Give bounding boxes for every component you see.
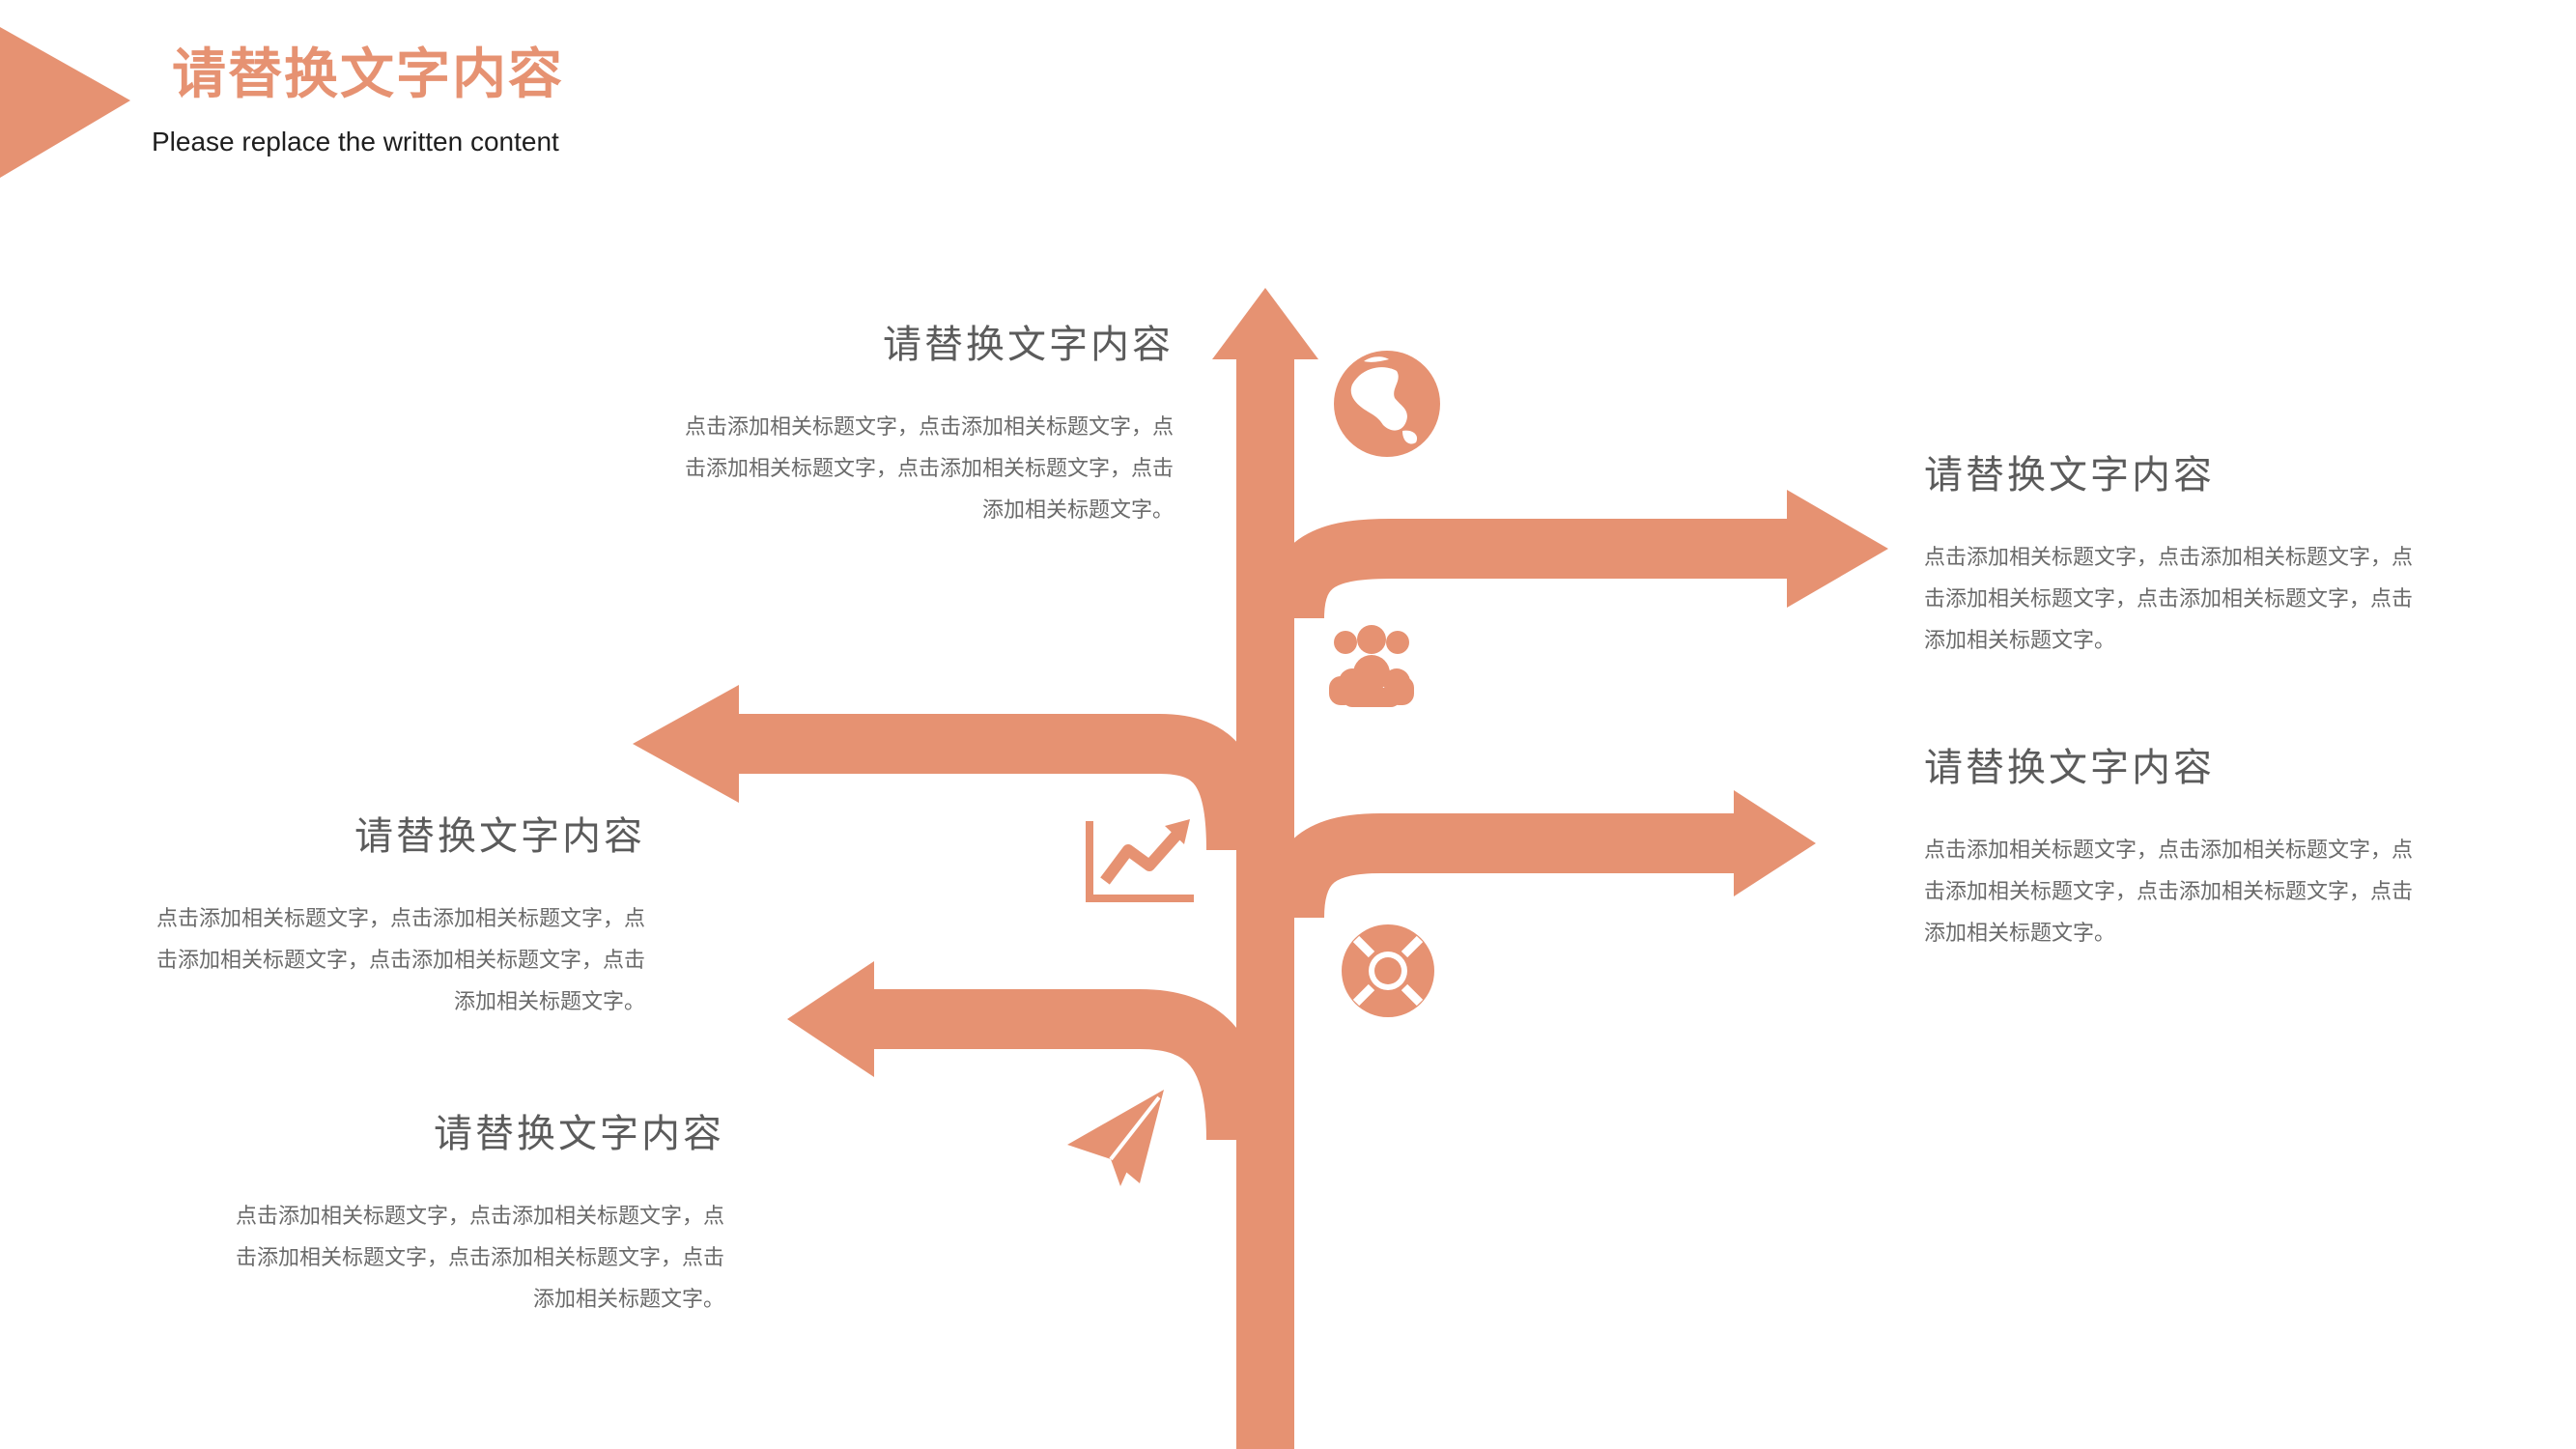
arrowhead-left-lower bbox=[787, 961, 874, 1077]
branch-right-lower bbox=[1264, 813, 1739, 920]
block-title: 请替换文字内容 bbox=[883, 323, 1174, 367]
chart-trend-icon bbox=[1086, 821, 1194, 902]
page-subtitle: Please replace the written content bbox=[152, 127, 559, 156]
paper-plane-icon bbox=[1067, 1090, 1164, 1186]
block-body: 点击添加相关标题文字，点击添加相关标题文字，点击添加相关标题文字，点击添加相关标… bbox=[235, 1205, 724, 1312]
block-title: 请替换文字内容 bbox=[354, 814, 645, 859]
globe-icon bbox=[1334, 351, 1440, 457]
arrowhead-left-upper bbox=[633, 685, 739, 803]
text-block-left-upper: 请替换文字内容 点击添加相关标题文字，点击添加相关标题文字，点击添加相关标题文字… bbox=[143, 813, 645, 1023]
branch-left-upper bbox=[729, 714, 1266, 851]
users-icon bbox=[1329, 625, 1414, 707]
block-body: 点击添加相关标题文字，点击添加相关标题文字，点击添加相关标题文字，点击添加相关标… bbox=[684, 415, 1174, 523]
branch-left-lower bbox=[869, 989, 1266, 1141]
block-title: 请替换文字内容 bbox=[1924, 746, 2215, 790]
block-body: 点击添加相关标题文字，点击添加相关标题文字，点击添加相关标题文字，点击添加相关标… bbox=[1924, 546, 2414, 653]
arrowhead-right-lower bbox=[1734, 790, 1816, 896]
corner-triangle-decoration bbox=[0, 27, 130, 178]
text-block-right-upper: 请替换文字内容 点击添加相关标题文字，点击添加相关标题文字，点击添加相关标题文字… bbox=[1924, 452, 2426, 662]
branch-right-upper bbox=[1264, 519, 1806, 620]
block-title: 请替换文字内容 bbox=[434, 1112, 724, 1156]
text-block-top: 请替换文字内容 点击添加相关标题文字，点击添加相关标题文字，点击添加相关标题文字… bbox=[671, 322, 1174, 531]
block-body: 点击添加相关标题文字，点击添加相关标题文字，点击添加相关标题文字，点击添加相关标… bbox=[1924, 838, 2414, 946]
lifebuoy-icon bbox=[1342, 924, 1434, 1017]
trunk-arrowhead bbox=[1212, 288, 1318, 359]
text-block-left-lower: 请替换文字内容 点击添加相关标题文字，点击添加相关标题文字，点击添加相关标题文字… bbox=[222, 1111, 724, 1321]
block-body: 点击添加相关标题文字，点击添加相关标题文字，点击添加相关标题文字，点击添加相关标… bbox=[156, 907, 645, 1014]
block-title: 请替换文字内容 bbox=[1924, 453, 2215, 497]
arrowhead-right-upper bbox=[1787, 490, 1888, 608]
text-block-right-lower: 请替换文字内容 点击添加相关标题文字，点击添加相关标题文字，点击添加相关标题文字… bbox=[1924, 745, 2426, 954]
page-title: 请替换文字内容 bbox=[172, 43, 564, 106]
chart-trend-arrowhead bbox=[1165, 819, 1190, 844]
